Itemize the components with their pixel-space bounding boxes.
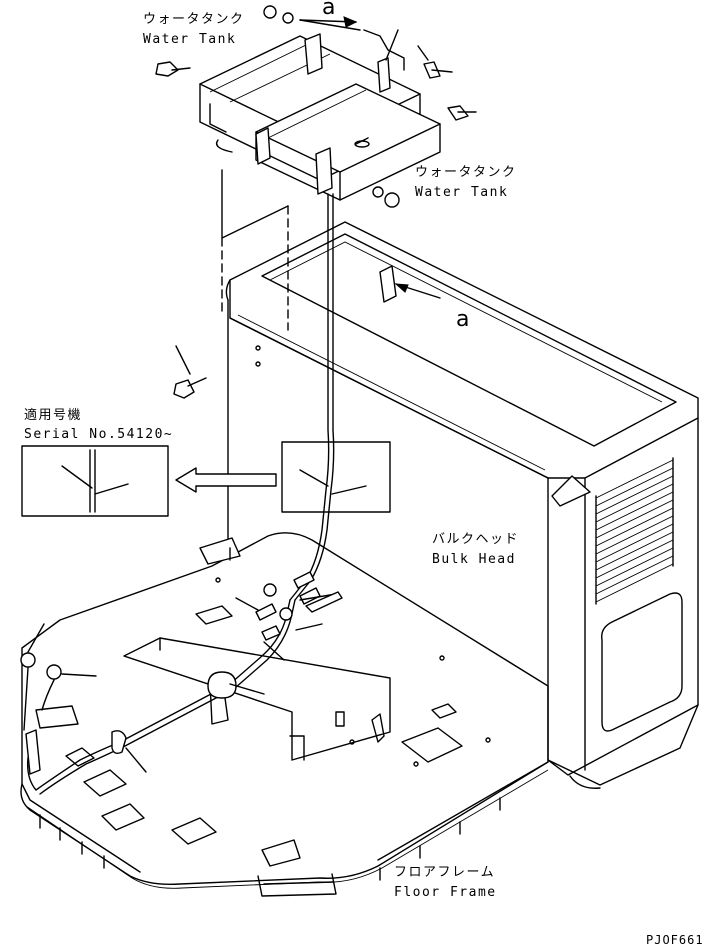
bolt-upper-left	[155, 61, 191, 77]
floor-frame	[20, 532, 549, 897]
water-tank-top-en-label: Water Tank	[143, 32, 237, 47]
bulk-head	[225, 221, 699, 789]
detail-box-source	[281, 441, 391, 513]
bolt-mid-left	[173, 345, 261, 399]
bulk-head-en-label: Bulk Head	[432, 552, 516, 567]
water-tank-right-jp-label: ウォータタンク	[415, 165, 517, 180]
serial-en-label: Serial No.54120~	[24, 427, 174, 442]
water-tank-right-en-label: Water Tank	[415, 185, 509, 200]
view-a-top-label: a	[322, 0, 336, 20]
hose-assembly	[20, 571, 343, 795]
water-tank-top-jp-label: ウォータタンク	[143, 12, 245, 27]
view-a-mid-label: a	[456, 307, 470, 332]
nut-lower	[372, 186, 400, 208]
bolt-upper-right	[423, 61, 477, 121]
serial-jp-label: 適用号機	[24, 408, 83, 423]
drawing-code-label: PJOF661	[646, 933, 704, 947]
detail-arrow	[175, 467, 277, 493]
nut-top	[263, 5, 294, 24]
louvre-grille	[595, 457, 674, 605]
floor-frame-jp-label: フロアフレーム	[394, 865, 496, 880]
bulk-head-jp-label: バルクヘッド	[432, 532, 520, 547]
water-tank-lower	[255, 83, 441, 201]
floor-frame-en-label: Floor Frame	[394, 885, 497, 900]
detail-box-serial	[21, 445, 169, 517]
